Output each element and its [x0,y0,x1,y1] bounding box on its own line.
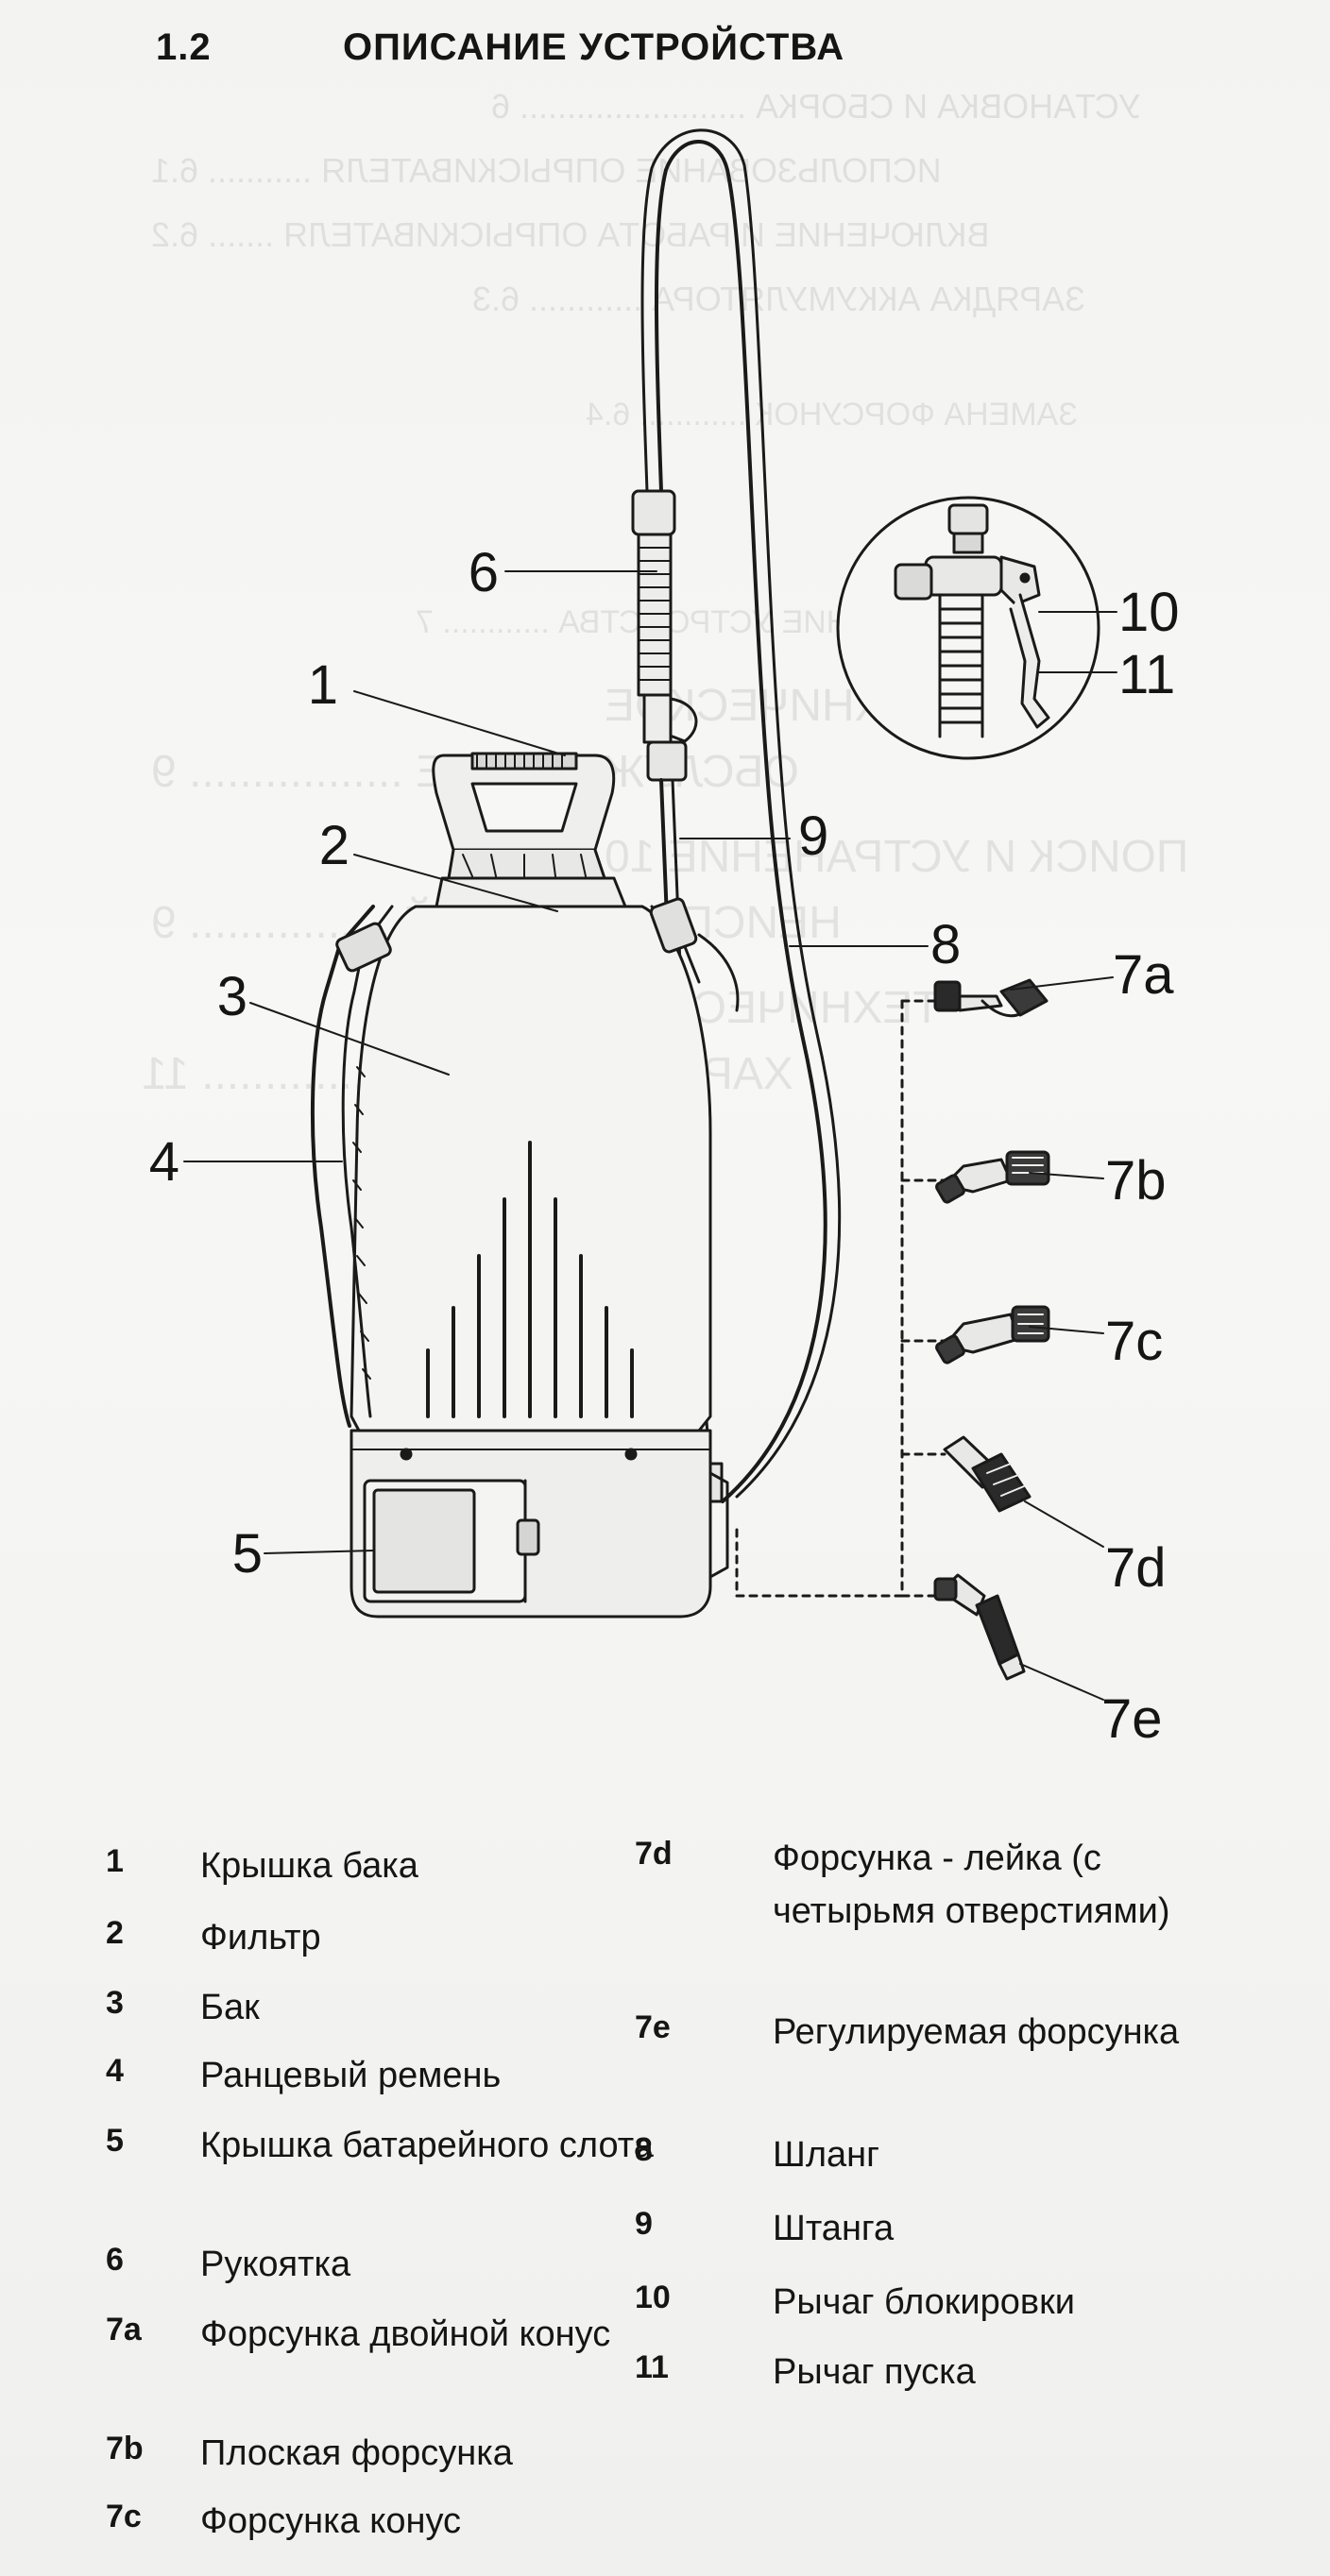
legend-text: Шланг [773,2135,879,2175]
legend-right: 7d Форсунка - лейка (с четырьмя отверсти… [635,1832,1239,2398]
legend-text: Форсунка - лейка (с четырьмя отверстиями… [773,1839,1170,1931]
nozzle-7d [943,1435,1032,1513]
trigger-detail [836,496,1100,760]
callout-4: 4 [149,1131,179,1193]
battery-base [350,1429,729,1618]
tank-ribs [426,1141,634,1418]
tank-cap [432,752,616,880]
nozzle-7e [933,1573,1026,1681]
legend-text: Рычаг пуска [773,2352,976,2392]
legend-text: Форсунка конус [200,2501,462,2541]
nozzle-7b [935,1150,1050,1204]
legend-num: 7b [106,2431,144,2466]
legend-num: 8 [635,2132,653,2168]
callout-11: 11 [1118,644,1175,705]
legend-text: Ранцевый ремень [200,2056,502,2095]
hose-inner [640,128,842,1499]
callout-7d: 7d [1105,1537,1167,1599]
backpack-strap [310,897,740,1428]
callout-2: 2 [319,815,350,876]
legend-num: 4 [106,2053,124,2089]
legend-num: 3 [106,1985,124,2021]
legend-num: 7a [106,2312,142,2347]
section-header: 1.2 ОПИСАНИЕ УСТРОЙСТВА [156,26,1006,83]
legend-num: 10 [635,2279,671,2315]
legend-num: 5 [106,2123,124,2159]
legend-num: 1 [106,1843,124,1879]
callout-9: 9 [798,805,828,867]
nozzle-bracket [735,999,946,1598]
legend-text: Рычаг блокировки [773,2282,1075,2322]
section-number: 1.2 [156,26,212,68]
legend-num: 9 [635,2206,653,2242]
legend-text: Бак [200,1988,260,2027]
legend-text: Форсунка двойной конус [200,2314,611,2354]
legend-num: 11 [635,2349,669,2385]
hose [655,140,827,1503]
filter-neck [435,876,627,908]
legend-text: Регулируемая форсунка [773,2012,1180,2052]
legend-text: Фильтр [200,1918,321,1957]
callout-7c: 7c [1105,1311,1163,1372]
callout-7a: 7a [1113,944,1174,1006]
legend-text: Штанга [773,2209,895,2248]
callout-8: 8 [930,914,961,975]
legend-num: 7d [635,1836,673,1872]
section-title: ОПИСАНИЕ УСТРОЙСТВА [343,26,845,68]
callout-3: 3 [217,966,247,1027]
nozzle-7a [933,978,1049,1018]
sprayer-diagram: 1 2 3 4 5 6 7a 7b 7c 7d 7e 8 9 10 11 [149,128,1180,1750]
legend-text: Рукоятка [200,2245,351,2284]
legend-text: Крышка батарейного слота [200,2126,654,2165]
callout-5: 5 [232,1523,263,1585]
callout-6: 6 [469,542,499,603]
legend-num: 7e [635,2009,671,2045]
legend-num: 7c [106,2499,142,2534]
handle [631,489,698,782]
callout-7e: 7e [1101,1688,1163,1750]
callout-1: 1 [308,654,338,716]
legend-left: 1 Крышка бака 2 Фильтр 3 Бак 4 Ранцевый … [106,1839,654,2557]
legend-text: Крышка бака [200,1846,418,1886]
legend-text: Плоская форсунка [200,2433,513,2473]
legend-num: 6 [106,2242,124,2278]
leader-lines [183,570,1117,1701]
callout-7b: 7b [1105,1150,1167,1212]
legend-num: 2 [106,1915,124,1951]
nozzle-7c [935,1305,1050,1364]
callout-10: 10 [1118,582,1180,643]
